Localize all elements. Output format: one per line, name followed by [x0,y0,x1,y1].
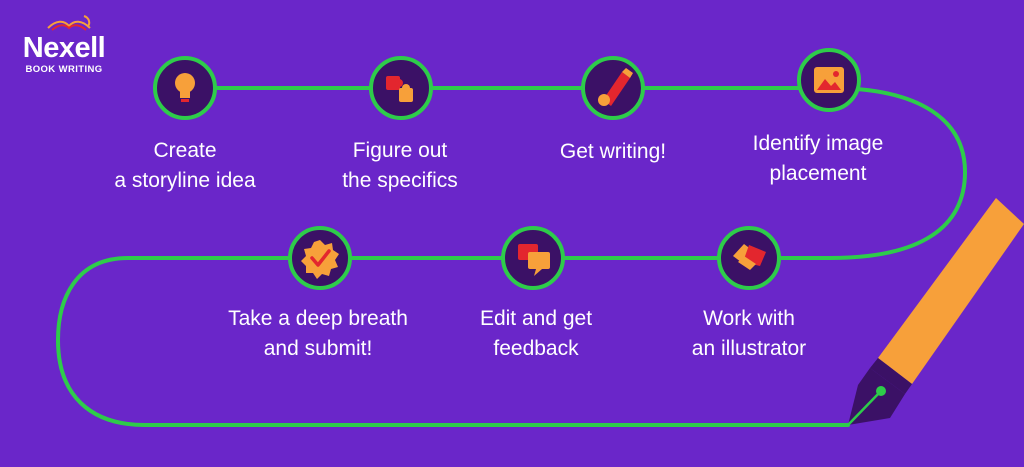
step-label-5: Work with an illustrator [629,304,869,364]
puzzle-pieces-icon [386,76,413,102]
pen-grip [870,358,912,394]
pen-nib-dot [876,386,886,396]
pen-body [878,198,1024,384]
step-node-2 [369,56,433,120]
handshake-icon [733,244,766,270]
step-label-3: Get writing! [493,137,733,167]
step-label-4: Identify image placement [698,129,938,189]
step-node-5 [717,226,781,290]
step-label-line: Figure out [352,139,448,162]
brand-name: Nexell [22,32,106,64]
step-label-line: and submit! [263,337,373,360]
step-label-2: Figure out the specifics [280,136,520,196]
roadmap-path [55,86,968,427]
brand-logo: Nexell BOOK WRITING [14,14,124,78]
chat-bubbles-icon [518,244,550,276]
step-label-line: an illustrator [691,337,807,360]
step-label-1: Create a storyline idea [65,136,305,196]
step-node-1 [153,56,217,120]
step-label-line: Work with [703,307,795,330]
step-label-line: Create [153,139,217,162]
step-label-line: Take a deep breath [228,307,408,330]
step-label-7: Take a deep breath and submit! [198,304,438,364]
step-label-line: Identify image [752,132,884,155]
approval-badge-icon [301,240,339,279]
brand-tagline: BOOK WRITING [25,64,103,75]
step-node-4 [797,48,861,112]
step-label-line: Get writing! [559,140,667,163]
step-label-line: feedback [493,337,579,360]
step-node-6 [501,226,565,290]
step-label-line: Edit and get [479,307,593,330]
step-node-7 [288,226,352,290]
open-book-icon [47,15,91,31]
step-label-6: Edit and get feedback [416,304,656,364]
step-label-line: the specifics [342,169,458,192]
step-node-3 [581,56,645,120]
step-label-line: a storyline idea [114,169,256,192]
pencil-hand-icon [598,68,633,106]
image-icon [814,67,844,93]
step-label-line: placement [769,162,867,185]
lightbulb-icon [175,73,195,102]
fountain-pen [847,198,1024,426]
